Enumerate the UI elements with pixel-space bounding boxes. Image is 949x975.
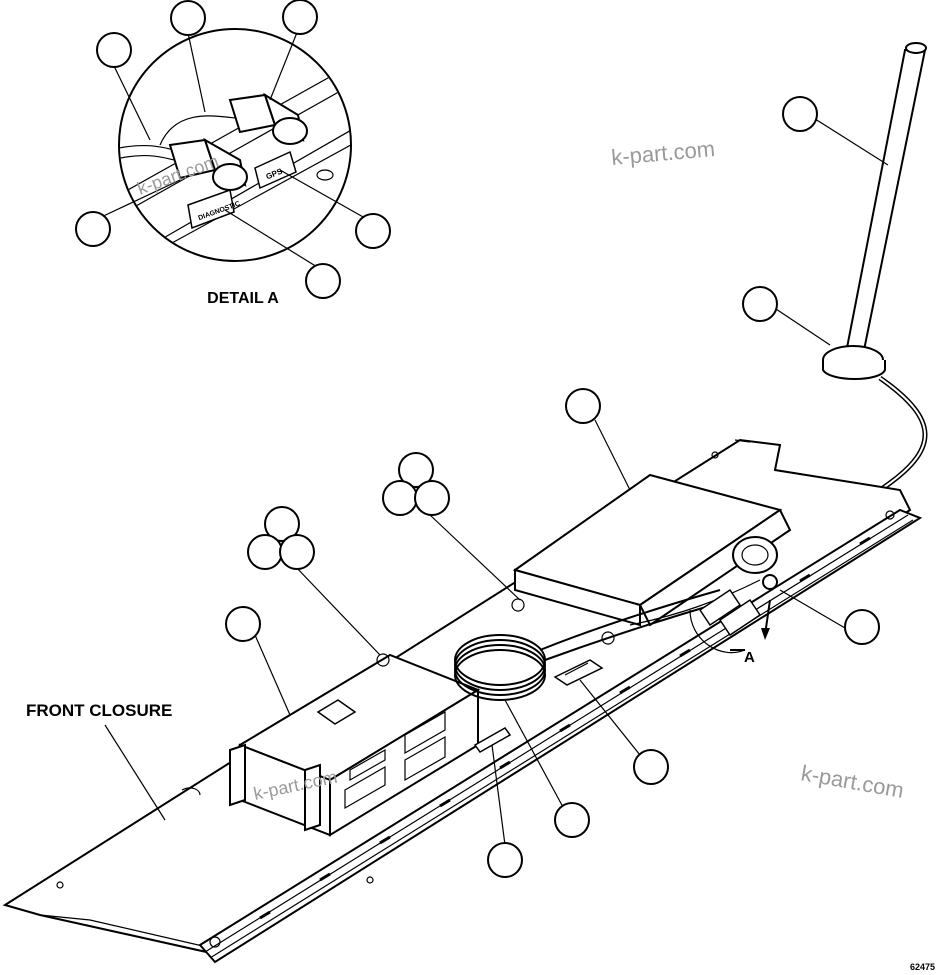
detail-a-label: DETAIL A <box>207 290 279 307</box>
detail-connector-2 <box>228 92 308 145</box>
callout-bubble <box>305 263 341 299</box>
callout-bubble <box>75 211 111 247</box>
callout-bubble <box>565 388 601 424</box>
label-pad <box>553 659 669 785</box>
watermark-text: k-part.com <box>799 760 906 803</box>
callout-bubble <box>225 606 261 642</box>
callout-bubble <box>382 480 418 516</box>
callout-bubble <box>247 534 283 570</box>
callout-bubble <box>264 506 300 542</box>
callout-bubble <box>414 480 450 516</box>
figure-number: 62475 <box>910 962 935 972</box>
callout-bubble <box>282 0 318 35</box>
detail-connector-1 <box>168 137 248 191</box>
front-closure-label: FRONT CLOSURE <box>26 701 172 821</box>
callout-bubble <box>844 609 880 645</box>
detail-tag-gps: GPS <box>254 150 297 190</box>
detail-tag-diagnostic: DIAGNOSTIC <box>187 188 241 230</box>
cable-tie-strip <box>473 727 523 878</box>
callout-bubble <box>170 0 206 36</box>
svg-text:FRONT CLOSURE: FRONT CLOSURE <box>26 701 172 720</box>
callout-bubble <box>279 534 315 570</box>
detail-circle <box>118 28 352 262</box>
callout-bubble <box>742 286 778 322</box>
callout-bubble <box>398 452 434 488</box>
callout-bubble <box>554 802 590 838</box>
callout-bubble <box>355 213 391 249</box>
callout-bubble <box>633 749 669 785</box>
control-module <box>225 506 481 837</box>
watermark-text: k-part.com <box>610 136 716 170</box>
connector-cluster: A <box>689 574 880 666</box>
gps-receiver-box <box>382 388 792 645</box>
antenna-assembly <box>742 42 928 557</box>
view-a-label: A <box>744 649 755 666</box>
callout-bubble <box>96 32 132 68</box>
callout-bubble <box>487 842 523 878</box>
callout-bubble <box>782 96 818 132</box>
detail-a-inset: DIAGNOSTIC GPS DETAIL A <box>75 0 391 307</box>
warning-diamond <box>316 699 357 725</box>
